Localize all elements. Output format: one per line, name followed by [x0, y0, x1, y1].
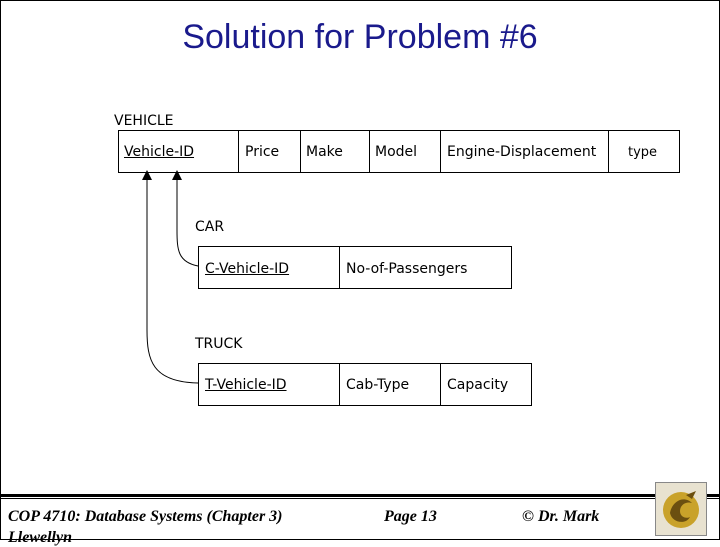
- car-attr-c-vehicle-id: C-Vehicle-ID: [205, 261, 290, 277]
- ucf-logo: [655, 482, 707, 536]
- footer-page: Page 13: [384, 508, 437, 525]
- truck-attr-cab-type: Cab-Type: [346, 377, 410, 393]
- truck-divider-2: [440, 364, 441, 405]
- footer-rule: [0, 494, 720, 497]
- vehicle-divider-2: [300, 131, 301, 172]
- vehicle-attr-make: Make: [306, 144, 343, 160]
- vehicle-attr-type: type: [628, 145, 658, 160]
- truck-table: [198, 363, 532, 406]
- truck-divider-1: [339, 364, 340, 405]
- vehicle-attr-vehicle-id: Vehicle-ID: [124, 144, 195, 160]
- car-table: [198, 246, 512, 289]
- car-relation-name: CAR: [195, 219, 225, 235]
- vehicle-table: [118, 130, 680, 173]
- vehicle-attr-engine-displacement: Engine-Displacement: [447, 144, 597, 160]
- truck-relation-name: TRUCK: [195, 336, 243, 352]
- vehicle-divider-3: [369, 131, 370, 172]
- footer-author-cut: Llewellyn: [8, 529, 72, 546]
- vehicle-divider-1: [238, 131, 239, 172]
- vehicle-relation-name: VEHICLE: [114, 113, 174, 129]
- vehicle-attr-model: Model: [375, 144, 418, 160]
- vehicle-divider-4: [440, 131, 441, 172]
- truck-attr-capacity: Capacity: [447, 377, 509, 393]
- footer-course: COP 4710: Database Systems (Chapter 3): [8, 508, 283, 525]
- vehicle-divider-5: [608, 131, 609, 172]
- truck-attr-t-vehicle-id: T-Vehicle-ID: [205, 377, 287, 393]
- car-attr-no-of-passengers: No-of-Passengers: [346, 261, 468, 277]
- footer-rule-thin: [0, 498, 720, 499]
- footer-author: © Dr. Mark: [522, 508, 600, 525]
- car-divider-1: [339, 247, 340, 288]
- vehicle-attr-price: Price: [245, 144, 280, 160]
- slide-title: Solution for Problem #6: [182, 18, 538, 56]
